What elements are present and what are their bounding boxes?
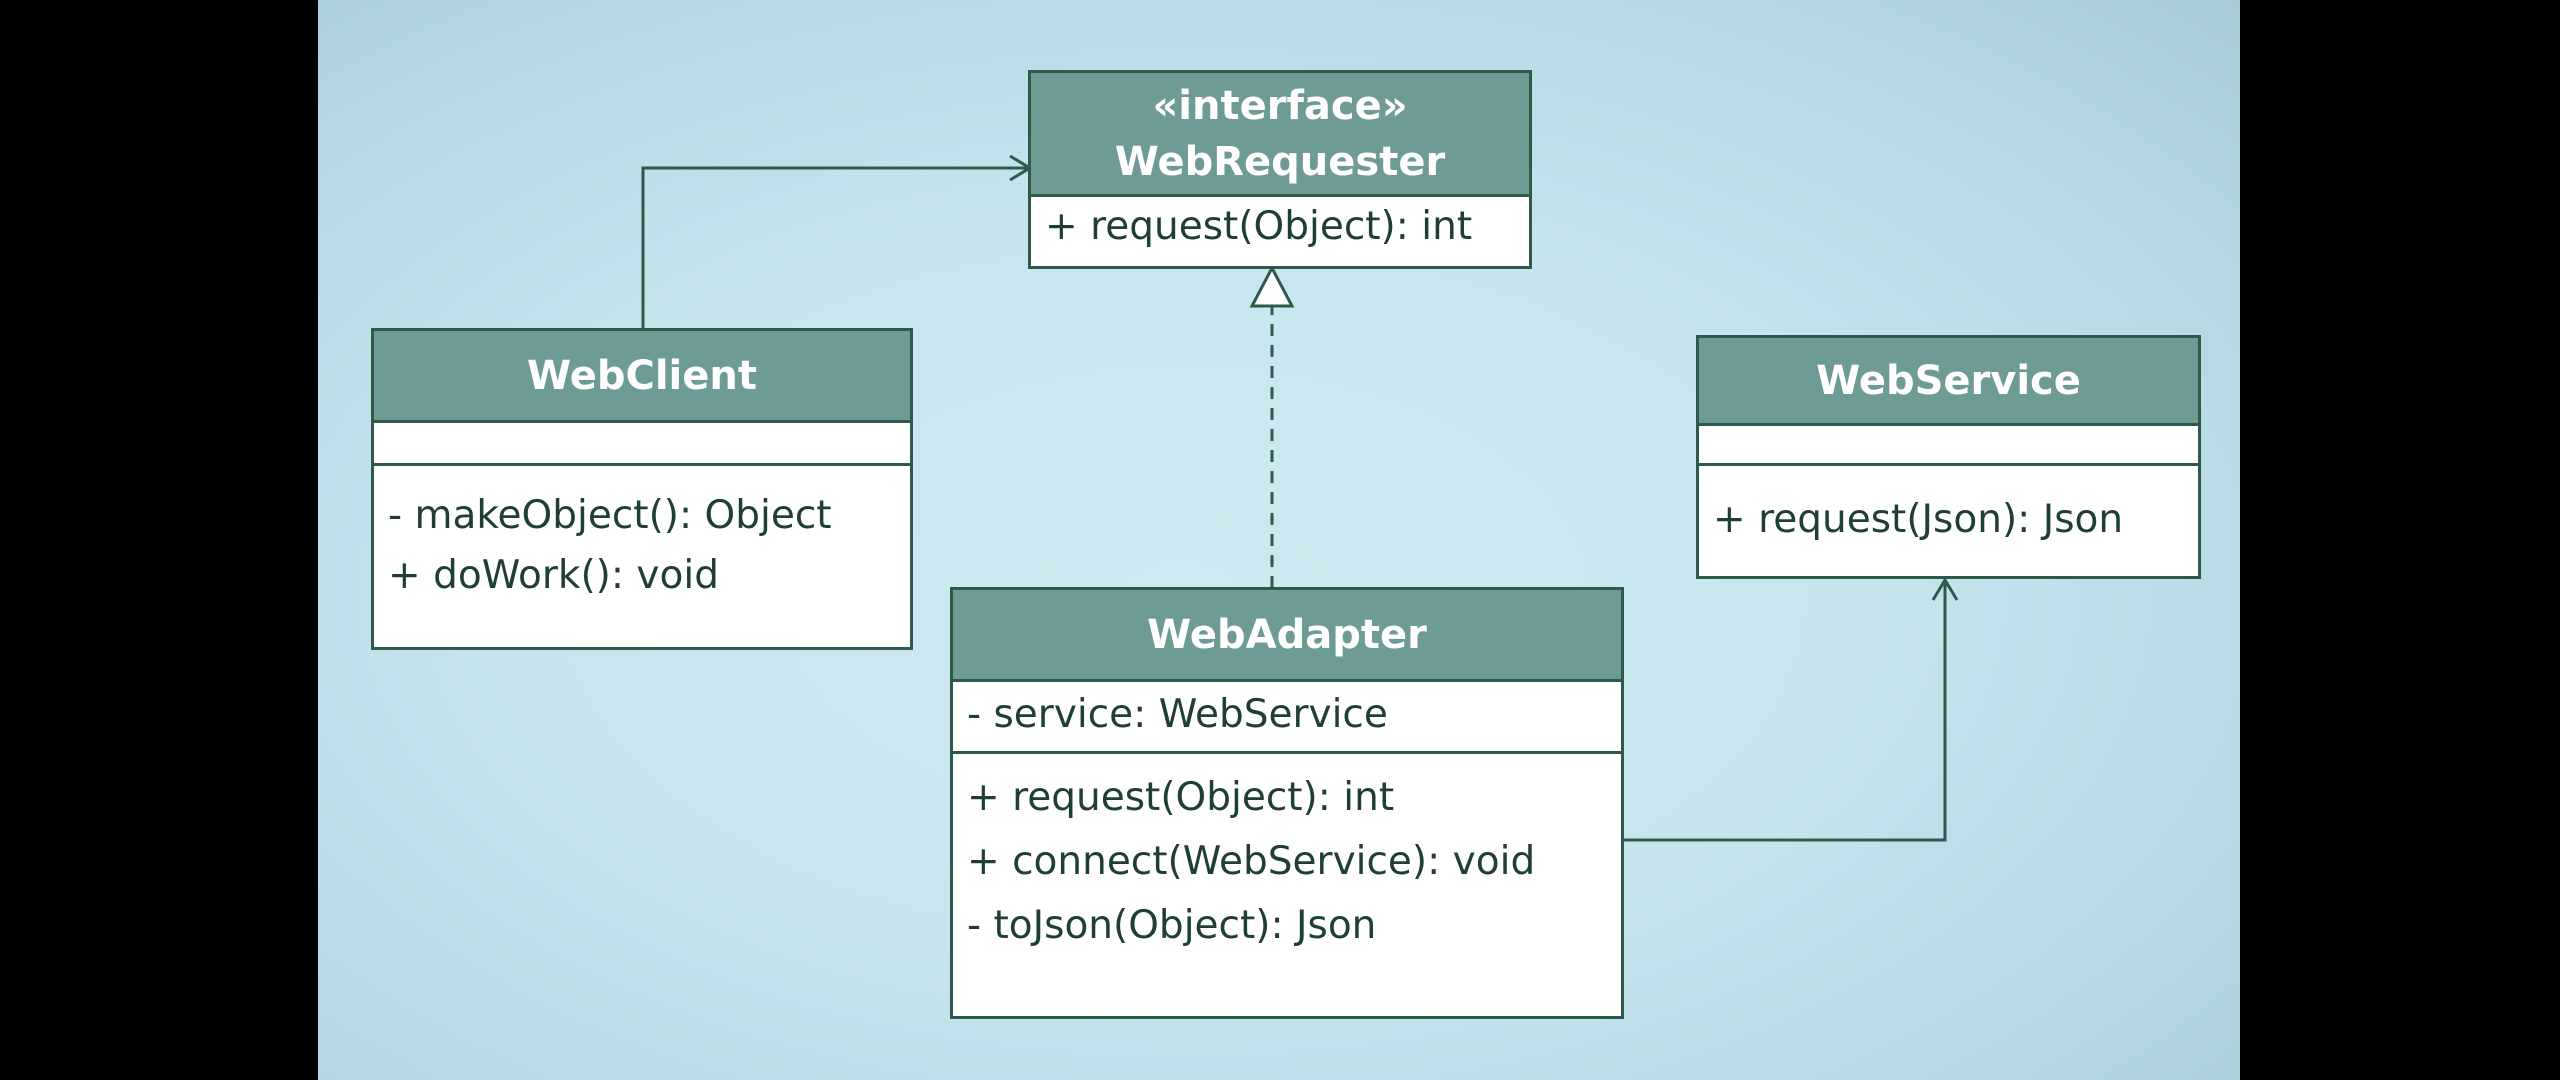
- methods-section: + request(Json): Json: [1699, 466, 2198, 550]
- method: + request(Object): int: [1045, 204, 1473, 249]
- method: + request(Object): int: [967, 775, 1395, 820]
- class-name: WebAdapter: [1147, 611, 1427, 658]
- association-webclient-webrequester: [641, 166, 1028, 330]
- relationship-lines: [641, 154, 1959, 842]
- class-header: «interface» WebRequester: [1031, 73, 1529, 197]
- methods-section: + request(Object): int: [1031, 197, 1529, 257]
- class-header: WebClient: [374, 331, 910, 423]
- stereotype-label: «interface»: [1152, 82, 1408, 129]
- class-header: WebAdapter: [953, 590, 1621, 682]
- methods-section: - makeObject(): Object + doWork(): void: [374, 466, 910, 606]
- class-webclient[interactable]: WebClient - makeObject(): Object + doWor…: [371, 328, 913, 650]
- hollow-triangle-arrowhead: [1249, 264, 1295, 308]
- open-arrowhead-webservice: [1931, 577, 1959, 601]
- method: + request(Json): Json: [1713, 497, 2124, 542]
- class-webrequester[interactable]: «interface» WebRequester + request(Objec…: [1028, 70, 1532, 269]
- method: - toJson(Object): Json: [967, 903, 1377, 948]
- class-name: WebRequester: [1114, 138, 1446, 185]
- class-webservice[interactable]: WebService + request(Json): Json: [1696, 335, 2201, 579]
- methods-section: + request(Object): int + connect(WebServ…: [953, 754, 1621, 958]
- class-name: WebService: [1816, 357, 2081, 404]
- method: + connect(WebService): void: [967, 839, 1536, 884]
- association-webadapter-webservice: [1623, 582, 1947, 842]
- attributes-section: [1699, 426, 2198, 466]
- attributes-section: - service: WebService: [953, 682, 1621, 754]
- method: + doWork(): void: [388, 553, 719, 598]
- class-header: WebService: [1699, 338, 2198, 426]
- attribute: - service: WebService: [967, 692, 1388, 737]
- class-name: WebClient: [527, 352, 757, 399]
- attributes-section: [374, 423, 910, 466]
- class-webadapter[interactable]: WebAdapter - service: WebService + reque…: [950, 587, 1624, 1019]
- method: - makeObject(): Object: [388, 493, 832, 538]
- diagram-canvas: «interface» WebRequester + request(Objec…: [318, 0, 2240, 1080]
